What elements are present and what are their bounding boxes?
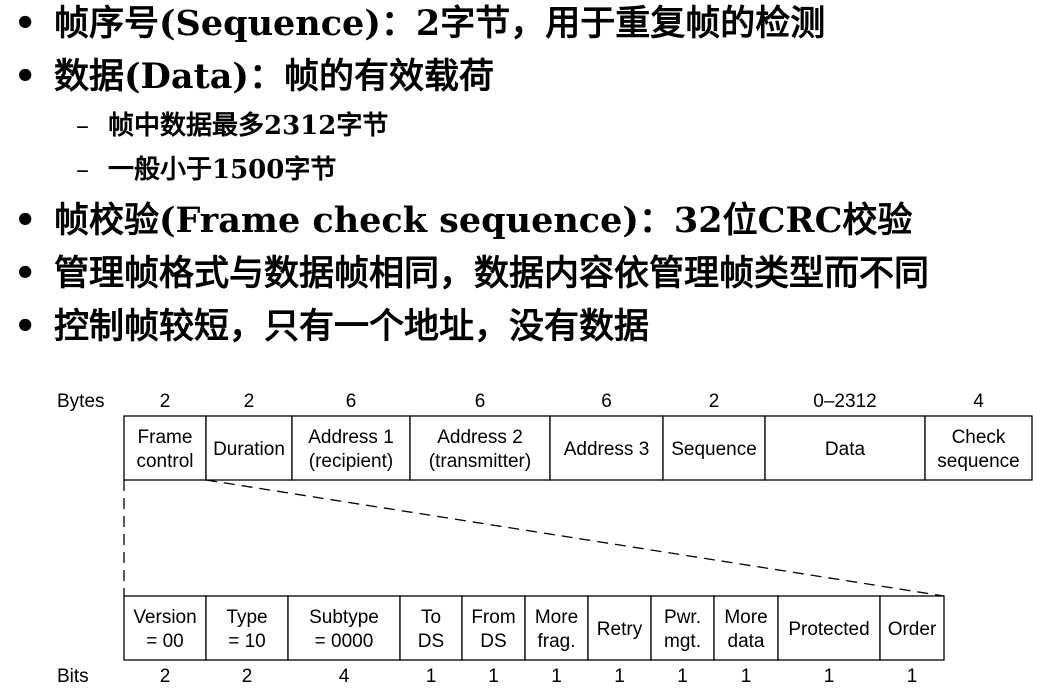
control-size-label: 1 (426, 666, 437, 687)
bullet-dot: • (14, 3, 37, 44)
control-size-label: 1 (551, 666, 562, 687)
control-field-label: Type (226, 607, 267, 628)
control-size-label: 4 (339, 666, 350, 687)
control-size-label: 2 (160, 666, 171, 687)
control-field-label: Retry (597, 619, 643, 640)
frame-size-label: 6 (475, 391, 486, 412)
frame-size-label: 2 (244, 391, 255, 412)
bullet-item: • 管理帧格式与数据帧相同，数据内容依管理帧类型而不同 (14, 254, 929, 294)
frame-size-label: 6 (346, 391, 357, 412)
control-field-label-line2: = 0000 (315, 631, 374, 652)
frame-field-box (662, 415, 766, 481)
control-field-box (587, 595, 652, 661)
control-field-label-line2: DS (480, 631, 506, 652)
frame-field-label: Sequence (671, 439, 757, 460)
control-field-box (461, 595, 526, 661)
control-field-label: More (535, 607, 578, 628)
control-field-box (713, 595, 779, 661)
bullet-item: • 帧校验(Frame check sequence)：32位CRC校验 (14, 201, 912, 241)
control-size-label: 1 (741, 666, 752, 687)
bullet-item: • 帧序号(Sequence)：2字节，用于重复帧的检测 (14, 4, 825, 44)
control-field-label-line2: = 00 (146, 631, 184, 652)
control-field-label: From (471, 607, 515, 628)
control-field-label-line2: = 10 (228, 631, 266, 652)
bullet-dot: • (14, 56, 37, 97)
control-field-label: Order (888, 619, 937, 640)
control-field-label-line2: DS (418, 631, 444, 652)
frame-field-box (205, 415, 293, 481)
control-field-label: More (724, 607, 767, 628)
frame-size-label: 2 (160, 391, 171, 412)
control-field-box (123, 595, 207, 661)
frame-field-label: Check (952, 427, 1006, 448)
bullet-text: 数据(Data)：帧的有效载荷 (54, 56, 494, 97)
bullet-dot: • (14, 306, 37, 347)
sub-bullet-text: 帧中数据最多2312字节 (108, 111, 389, 141)
sub-bullet-item: –一般小于1500字节 (76, 154, 336, 186)
sub-bullet-dash: – (76, 155, 89, 185)
control-field-box (205, 595, 289, 661)
frame-field-label: Data (825, 439, 866, 460)
control-field-box (650, 595, 715, 661)
frame-field-box (123, 415, 207, 481)
frame-field-box (409, 415, 551, 481)
sub-bullet-dash: – (76, 111, 89, 141)
frame-field-label-line2: sequence (937, 451, 1019, 472)
frame-field-label-line2: (recipient) (309, 451, 393, 472)
frame-field-label: Address 1 (308, 427, 394, 448)
bullet-item: • 控制帧较短，只有一个地址，没有数据 (14, 307, 649, 347)
bullet-text: 管理帧格式与数据帧相同，数据内容依管理帧类型而不同 (54, 253, 930, 294)
bits-row-label: Bits (57, 666, 89, 687)
frame-field-label: Frame (138, 427, 193, 448)
control-field-label: Protected (788, 619, 869, 640)
frame-field-label: Duration (213, 439, 285, 460)
control-size-label: 1 (907, 666, 918, 687)
frame-field-label: Address 2 (437, 427, 523, 448)
control-size-label: 1 (824, 666, 835, 687)
sub-bullet-text: 一般小于1500字节 (108, 155, 337, 185)
bullet-dot: • (14, 200, 37, 241)
control-field-label-line2: frag. (537, 631, 575, 652)
control-field-label-line2: mgt. (664, 631, 701, 652)
frame-field-box (924, 415, 1033, 481)
sub-bullet-item: –帧中数据最多2312字节 (76, 110, 388, 142)
bytes-row-label: Bytes (57, 391, 105, 412)
frame-field-label: Address 3 (564, 439, 650, 460)
control-size-label: 2 (242, 666, 253, 687)
bullet-item: • 数据(Data)：帧的有效载荷 (14, 57, 494, 97)
bullet-text: 帧序号(Sequence)：2字节，用于重复帧的检测 (54, 3, 826, 44)
frame-field-box (764, 415, 926, 481)
bullet-text: 帧校验(Frame check sequence)：32位CRC校验 (54, 200, 913, 241)
control-field-label-line2: data (728, 631, 765, 652)
frame-size-label: 4 (973, 391, 984, 412)
frame-field-label-line2: (transmitter) (429, 451, 531, 472)
control-field-label: Version (133, 607, 196, 628)
bullet-text: 控制帧较短，只有一个地址，没有数据 (54, 306, 650, 347)
expansion-line-right (205, 479, 945, 597)
frame-size-label: 2 (709, 391, 720, 412)
frame-field-box (549, 415, 664, 481)
frame-size-label: 6 (601, 391, 612, 412)
control-size-label: 1 (677, 666, 688, 687)
control-field-label: Subtype (309, 607, 379, 628)
control-field-label: Pwr. (664, 607, 701, 628)
control-size-label: 1 (488, 666, 499, 687)
frame-field-label-line2: control (136, 451, 193, 472)
control-field-label: To (421, 607, 441, 628)
control-field-box (879, 595, 945, 661)
control-size-label: 1 (614, 666, 625, 687)
bullet-dot: • (14, 253, 37, 294)
control-field-box (399, 595, 463, 661)
frame-size-label: 0–2312 (813, 391, 876, 412)
control-field-box (287, 595, 401, 661)
